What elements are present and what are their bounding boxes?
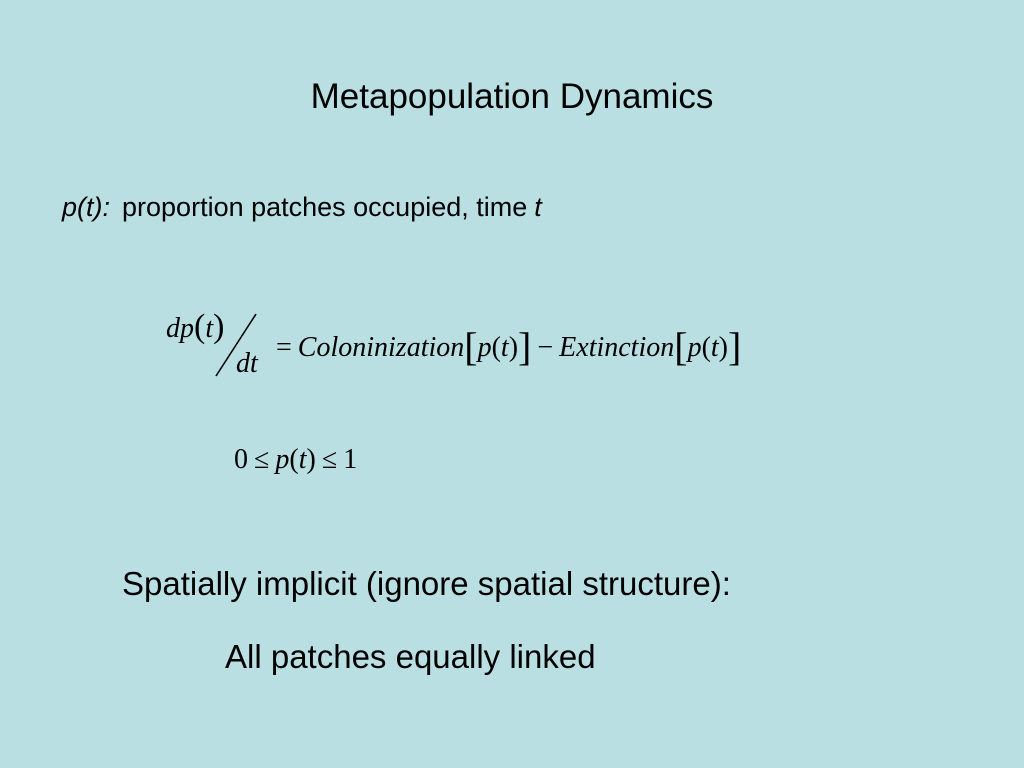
numerator-paren-open: ( — [194, 308, 206, 345]
right-bracket-2: ] — [728, 324, 742, 369]
numerator-dp: dp — [166, 313, 194, 344]
numerator-t: t — [205, 313, 214, 344]
bullet-patches-linked: All patches equally linked — [225, 638, 596, 675]
arg-p-2: p — [687, 332, 702, 363]
equation-denominator: dt — [236, 348, 258, 379]
colonization-term: Coloninization — [297, 332, 465, 363]
arg-close-2: ) — [718, 332, 728, 363]
left-bracket-2: [ — [674, 324, 688, 369]
arg-close-1: ) — [508, 332, 519, 363]
arg-open-1: ( — [491, 332, 501, 363]
extinction-term: Extinction — [559, 332, 675, 363]
fraction-slash — [215, 313, 257, 377]
constraint-p: p — [275, 444, 290, 475]
definition-term: p(t): — [62, 192, 111, 222]
fraction-slash-line — [215, 313, 257, 377]
constraint-le-2: ≤ — [321, 444, 338, 475]
equation-body: =Coloninization[p(t)]−Extinction[p(t)] — [270, 325, 741, 370]
constraint-close: ) — [306, 444, 316, 475]
arg-t-1: t — [500, 332, 509, 363]
arg-open-2: ( — [701, 332, 711, 363]
constraint-t: t — [298, 444, 307, 475]
equals-sign: = — [276, 332, 292, 363]
right-bracket-1: ] — [518, 324, 532, 369]
equation-numerator: dp(t) — [166, 308, 224, 346]
constraint-lower: 0 — [234, 444, 248, 475]
arg-t-2: t — [710, 332, 719, 363]
definition-text: proportion patches occupied, time — [122, 192, 528, 222]
constraint-upper: 1 — [343, 444, 358, 475]
left-bracket-1: [ — [464, 324, 478, 369]
bullet-spatially-implicit: Spatially implicit (ignore spatial struc… — [122, 565, 731, 602]
constraint-le-1: ≤ — [254, 444, 270, 475]
arg-p-1: p — [477, 332, 492, 363]
constraint-equation: 0≤p(t)≤1 — [234, 440, 357, 480]
numerator-paren-close: ) — [213, 308, 225, 345]
definition-variable: t — [534, 192, 542, 222]
minus-sign: − — [537, 332, 554, 363]
slide-title: Metapopulation Dynamics — [310, 77, 714, 116]
constraint-open: ( — [289, 444, 299, 475]
